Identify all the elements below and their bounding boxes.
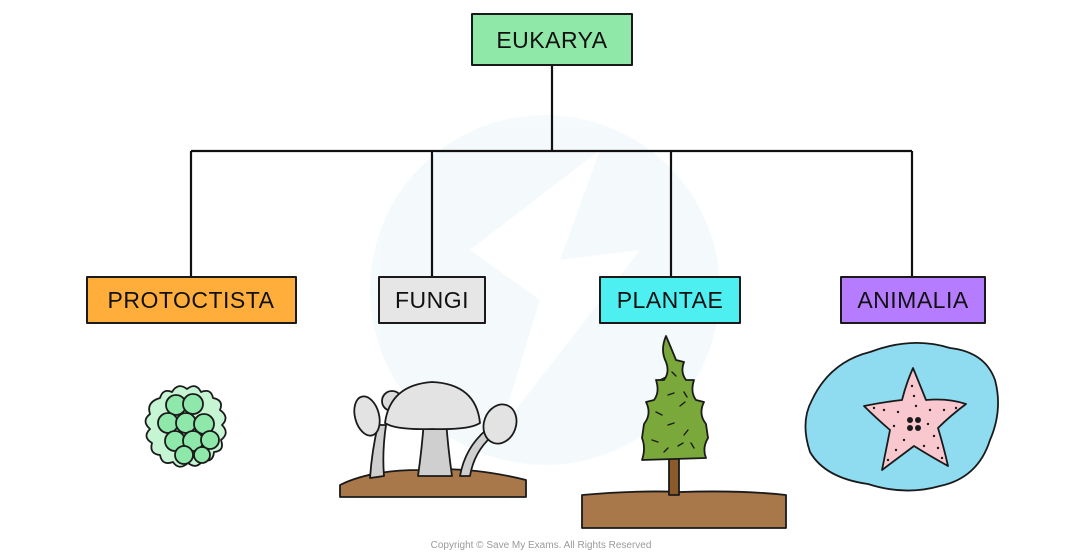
kingdom-box-plantae bbox=[599, 276, 741, 324]
kingdom-box-fungi bbox=[378, 276, 486, 324]
kingdom-box-protoctista bbox=[86, 276, 297, 324]
root-label: EUKARYA bbox=[496, 27, 607, 53]
kingdom-label-protoctista: PROTOCTISTA bbox=[108, 287, 275, 313]
tree-connectors bbox=[189, 65, 914, 277]
kingdom-label-fungi: FUNGI bbox=[395, 287, 469, 313]
kingdom-label-animalia: ANIMALIA bbox=[857, 287, 969, 313]
watermark-logo-icon bbox=[370, 115, 720, 465]
copyright-text: Copyright © Save My Exams. All Rights Re… bbox=[431, 540, 652, 551]
root-box bbox=[471, 13, 633, 66]
starfish bbox=[863, 367, 967, 471]
starfish-in-water-icon bbox=[804, 341, 999, 492]
root-node-eukarya: EUKARYA bbox=[471, 13, 633, 66]
kingdom-node-fungi: FUNGI bbox=[378, 276, 486, 324]
plant-soil bbox=[581, 490, 787, 529]
kingdom-label-plantae: PLANTAE bbox=[617, 287, 724, 313]
mushrooms-icon bbox=[339, 381, 527, 498]
conifer-tree-icon bbox=[581, 335, 787, 529]
kingdom-node-protoctista: PROTOCTISTA bbox=[86, 276, 297, 324]
kingdom-node-plantae: PLANTAE bbox=[599, 276, 741, 324]
kingdom-node-animalia: ANIMALIA bbox=[840, 276, 986, 324]
protoctist-cell-cluster-icon bbox=[144, 385, 227, 468]
kingdom-box-animalia bbox=[840, 276, 986, 324]
